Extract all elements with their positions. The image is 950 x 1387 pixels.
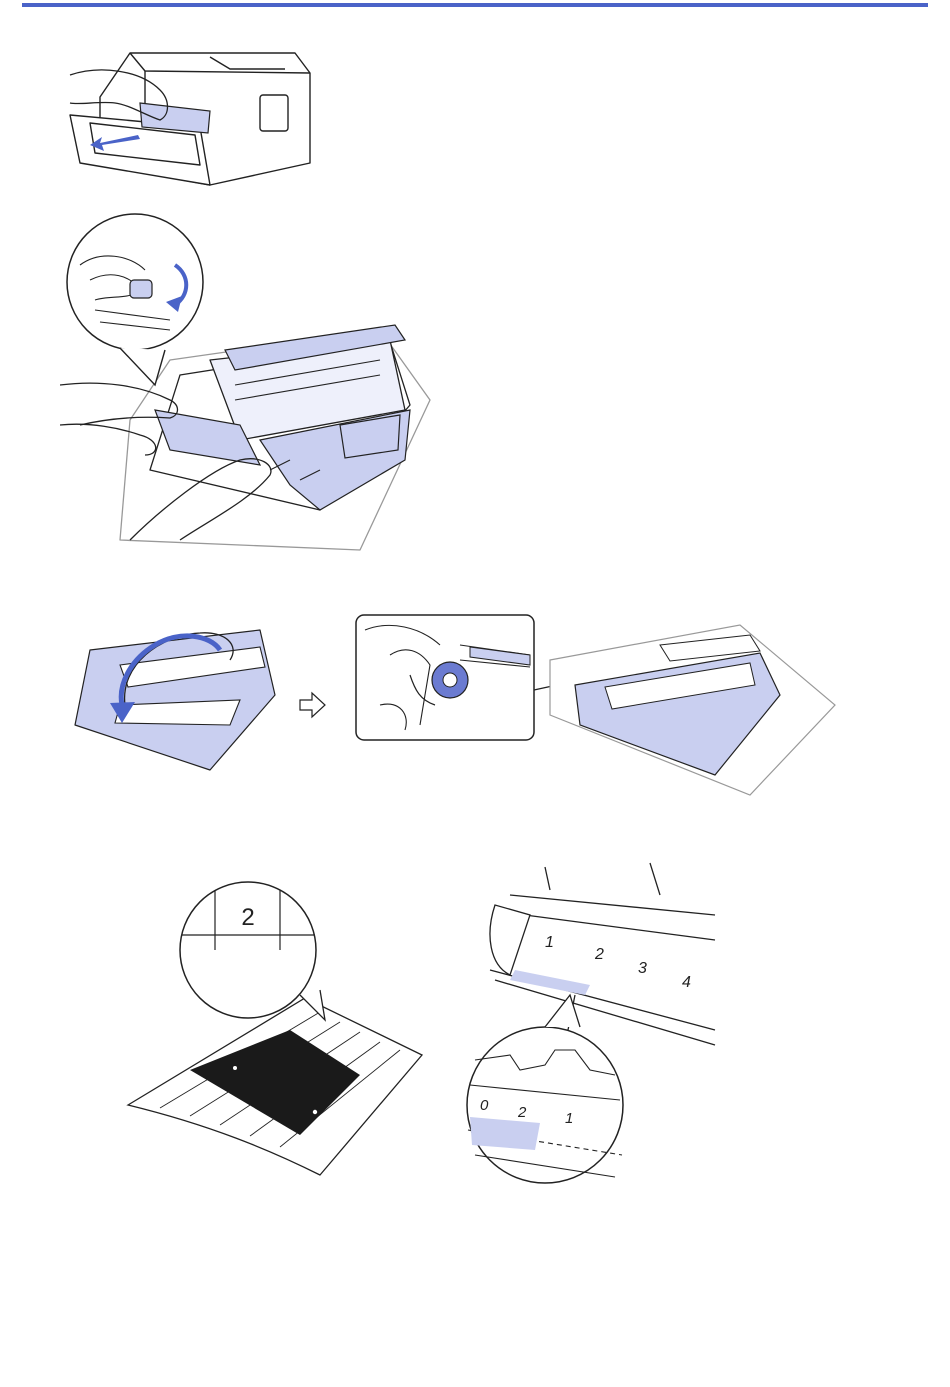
figure-drum-lever <box>60 210 450 560</box>
drum-number-2: 2 <box>594 946 604 963</box>
figure-drum-number-closeup: 1 2 3 4 0 2 1 <box>450 855 725 1185</box>
zoom-number-1: 1 <box>565 1110 573 1127</box>
printout-callout-number: 2 <box>241 904 254 931</box>
page-top-rule <box>22 3 928 7</box>
drum-number-3: 3 <box>638 960 647 977</box>
drum-number-4: 4 <box>682 974 691 991</box>
figure-open-printer <box>60 45 320 195</box>
figure-turn-drum-gear <box>60 605 850 800</box>
figure-printout-callout: 2 <box>120 850 430 1185</box>
zoom-number-0: 0 <box>480 1097 489 1114</box>
drum-number-1: 1 <box>545 934 554 951</box>
zoom-number-2: 2 <box>517 1104 527 1121</box>
